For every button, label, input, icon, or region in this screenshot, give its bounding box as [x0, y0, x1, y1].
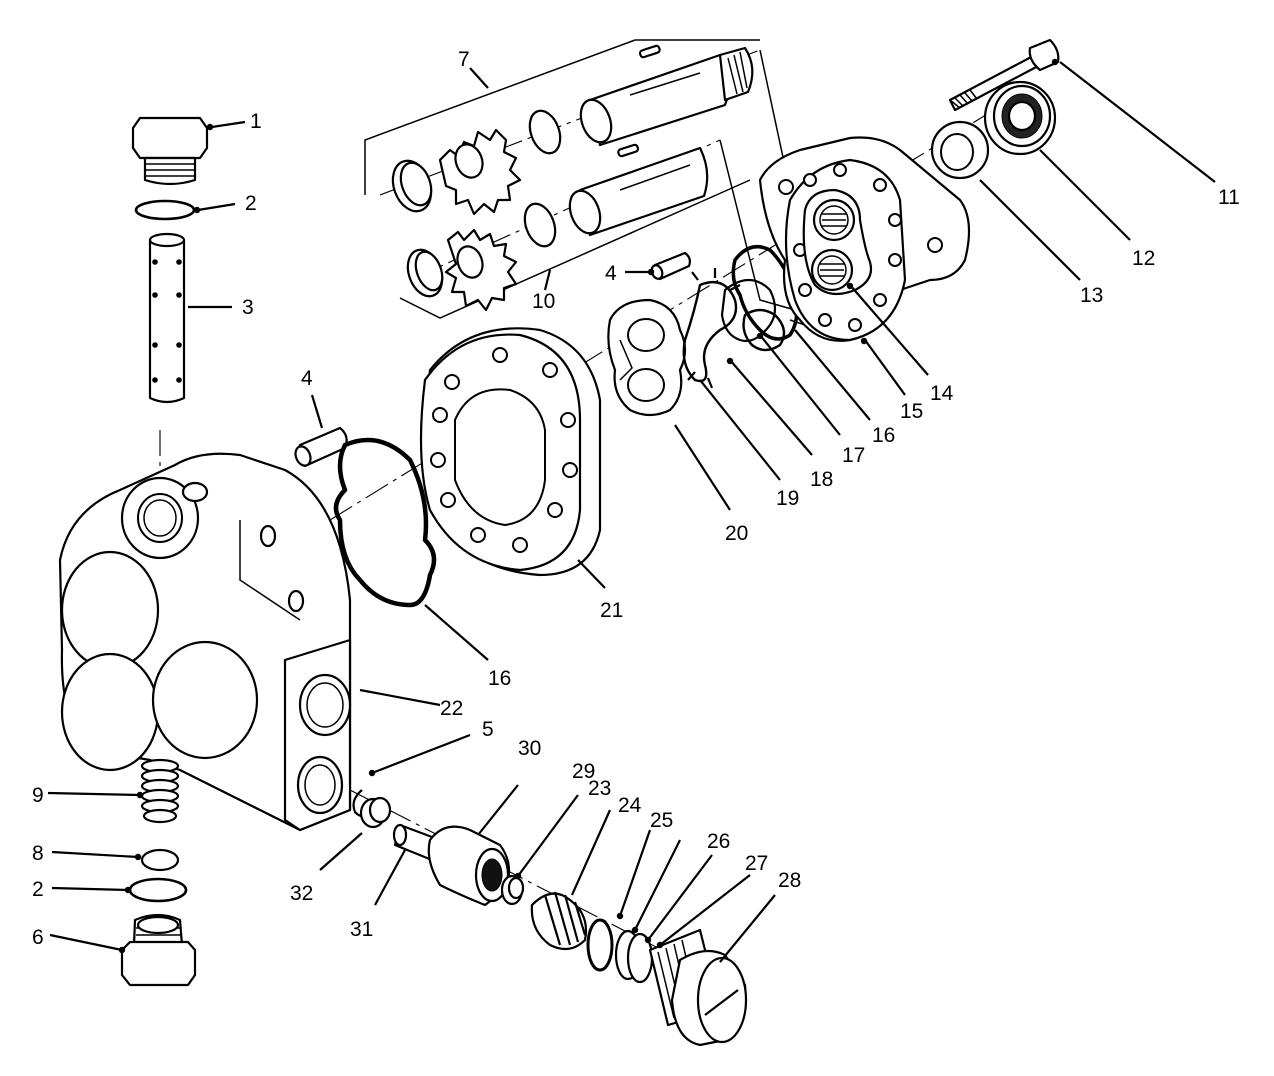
callout-30: 30: [518, 737, 541, 760]
pump-housing-22: [58, 452, 352, 832]
callout-25: 25: [650, 809, 673, 832]
callout-4-left: 4: [301, 367, 313, 390]
lower-gear-shaft: [406, 143, 709, 312]
retainer-32: [359, 796, 392, 829]
callout-14: 14: [930, 382, 954, 405]
leader-lines: [47, 61, 1216, 963]
tube-3: [148, 232, 186, 404]
callout-2-upper: 2: [245, 192, 257, 215]
bracket-10: [399, 179, 751, 319]
callout-26: 26: [707, 830, 730, 853]
callout-23: 23: [588, 777, 611, 800]
callout-5: 5: [482, 718, 494, 741]
callout-16-right: 16: [872, 424, 895, 447]
callout-3: 3: [242, 296, 254, 319]
callout-2-lower: 2: [32, 878, 44, 901]
end-cover-15: [758, 136, 971, 342]
callout-17: 17: [842, 444, 865, 467]
callout-29: 29: [572, 760, 595, 783]
callout-16-left: 16: [488, 667, 511, 690]
callout-21: 21: [600, 599, 623, 622]
upper-gear-shaft: [391, 44, 754, 216]
callout-32: 32: [290, 882, 313, 905]
callout-28: 28: [778, 869, 801, 892]
plug-1: [131, 116, 209, 186]
spring-9: [140, 758, 180, 824]
callout-11: 11: [1218, 186, 1240, 209]
callout-24: 24: [618, 794, 642, 817]
o-ring-2-lower: [128, 877, 188, 903]
callout-10: 10: [532, 290, 555, 313]
gasket-16-right: [731, 244, 799, 341]
washer-13: [930, 120, 990, 180]
callout-9: 9: [32, 784, 44, 807]
callout-27: 27: [745, 852, 768, 875]
callout-8: 8: [32, 842, 44, 865]
leader-dots: [118, 58, 1059, 954]
callout-6: 6: [32, 926, 44, 949]
seal-19: [682, 280, 738, 383]
callout-18: 18: [810, 468, 833, 491]
callout-labels: 1 2 3 4 4 5 6 7 8 9 10 11 12 13 14 15 16…: [32, 48, 1240, 949]
callout-1: 1: [250, 110, 262, 133]
plug-6: [120, 913, 197, 987]
callout-15: 15: [900, 400, 923, 423]
bearing-12: [983, 80, 1057, 156]
plate-21: [419, 327, 602, 577]
seal-18: [720, 278, 777, 343]
seal-17: [742, 308, 786, 352]
wear-plate-20: [607, 298, 687, 417]
callout-7: 7: [458, 48, 470, 71]
callout-31: 31: [350, 918, 373, 941]
o-ring-24: [586, 918, 614, 972]
callout-19: 19: [776, 487, 799, 510]
callout-13: 13: [1080, 284, 1103, 307]
dowel-pin-4-right: [650, 251, 691, 281]
bracket-7: [364, 39, 760, 195]
o-ring-2-upper: [134, 199, 196, 221]
spring-23: [530, 891, 588, 951]
callout-12: 12: [1132, 247, 1155, 270]
seat-29: [500, 874, 525, 906]
disc-8: [140, 848, 180, 872]
callout-20: 20: [725, 522, 748, 545]
gasket-16-left: [333, 437, 437, 608]
callout-22: 22: [440, 697, 463, 720]
valve-body-30: [427, 825, 511, 907]
adjuster-cap-28: [648, 928, 748, 1047]
callout-4-right: 4: [605, 262, 617, 285]
